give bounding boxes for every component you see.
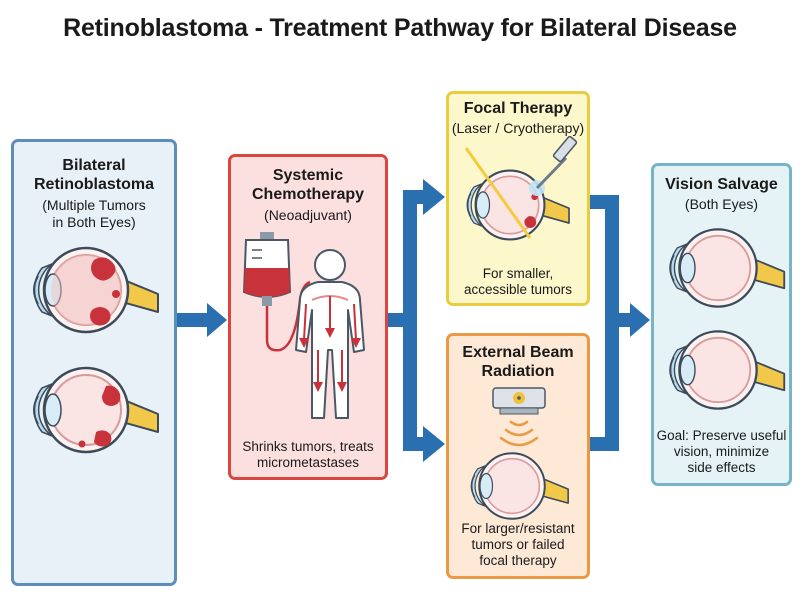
bilateral-subheading-line-2: in Both Eyes) bbox=[52, 213, 136, 230]
radiation-heading-line-1: External Beam bbox=[462, 344, 574, 361]
arrow-merge-to-salvage bbox=[590, 195, 650, 451]
iv-bag-icon bbox=[242, 232, 311, 352]
arrow-chemo-to-split bbox=[388, 179, 445, 462]
focal-note: For smaller, accessible tumors bbox=[446, 266, 590, 298]
salvage-note-line-2: vision, minimize bbox=[673, 443, 770, 459]
radiation-note-line-2: tumors or failed bbox=[471, 536, 565, 552]
radiation-eye-icon bbox=[464, 438, 570, 534]
focal-note-line-1: For smaller, bbox=[482, 266, 554, 281]
human-body-icon bbox=[295, 249, 365, 419]
bilateral-heading: Bilateral Retinoblastoma bbox=[11, 157, 177, 195]
salvage-note-line-1: Goal: Preserve useful bbox=[656, 428, 787, 443]
arrow-bilateral-to-chemo bbox=[177, 303, 227, 337]
chemo-heading-line-1: Systemic bbox=[272, 167, 344, 184]
page-title: Retinoblastoma - Treatment Pathway for B… bbox=[63, 14, 737, 42]
focal-note-line-2: accessible tumors bbox=[463, 281, 573, 297]
healthy-eye-icon bbox=[661, 211, 786, 325]
eye-with-tumors-icon bbox=[24, 348, 160, 472]
healthy-eye-icon bbox=[661, 313, 786, 427]
focal-subheading: (Laser / Cryotherapy) bbox=[451, 120, 585, 136]
bilateral-subheading-line-1: (Multiple Tumors bbox=[42, 197, 146, 213]
chemo-note: Shrinks tumors, treats micrometastases bbox=[228, 439, 388, 471]
salvage-subheading: (Both Eyes) bbox=[684, 196, 759, 212]
salvage-heading: Vision Salvage bbox=[665, 176, 778, 193]
radiation-note-line-3: focal therapy bbox=[479, 552, 557, 568]
chemo-subheading: (Neoadjuvant) bbox=[264, 207, 352, 223]
salvage-note: Goal: Preserve useful vision, minimize s… bbox=[651, 428, 792, 476]
bilateral-subheading: (Multiple Tumors in Both Eyes) bbox=[11, 197, 177, 230]
bilateral-heading-line-1: Bilateral bbox=[62, 157, 126, 174]
chemo-heading-line-2: Chemotherapy bbox=[251, 185, 365, 203]
salvage-note-line-3: side effects bbox=[687, 459, 756, 475]
radiation-machine-icon bbox=[492, 387, 546, 415]
chemo-heading: Systemic Chemotherapy bbox=[228, 167, 388, 205]
radiation-heading: External Beam Radiation bbox=[446, 344, 590, 382]
chemo-note-line-2: micrometastases bbox=[256, 454, 360, 470]
chemo-note-line-1: Shrinks tumors, treats bbox=[242, 439, 374, 454]
radiation-heading-line-2: Radiation bbox=[481, 362, 555, 380]
laser-probe-icon bbox=[464, 135, 578, 239]
eye-with-tumors-icon bbox=[24, 228, 160, 352]
focal-heading: Focal Therapy bbox=[463, 100, 573, 117]
bilateral-heading-line-2: Retinoblastoma bbox=[33, 175, 154, 193]
